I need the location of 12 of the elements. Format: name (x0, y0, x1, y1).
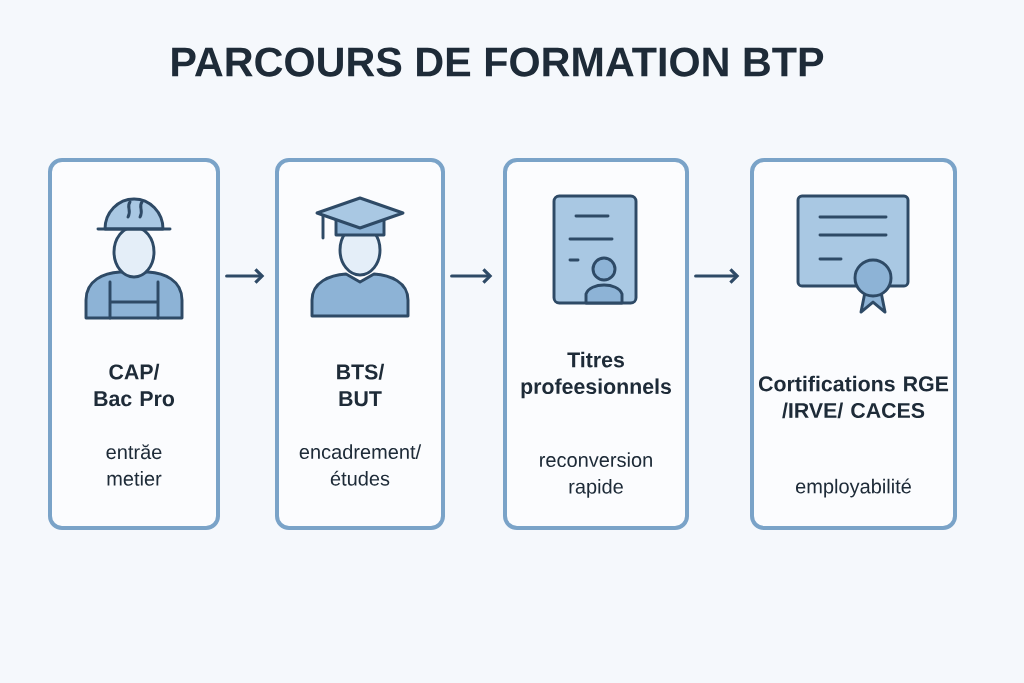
step-title: CAP/ Bac Pro (94, 363, 175, 407)
arrow (450, 268, 493, 284)
step-description: encadrement/ études (299, 444, 422, 486)
arrow (225, 268, 265, 284)
step-title: Cortifications RGE /IRVE/ CACES (758, 375, 949, 419)
step-description: entrăe metier (106, 444, 162, 486)
step-title: BTS/ BUT (337, 363, 385, 407)
step-title: Titres profeesionnels (521, 351, 671, 399)
title: PARCOURS DE FORMATION BTP (172, 47, 824, 77)
step-description: reconversion rapide (540, 452, 652, 498)
arrow (694, 268, 740, 284)
step-description: employabilité (796, 478, 911, 498)
